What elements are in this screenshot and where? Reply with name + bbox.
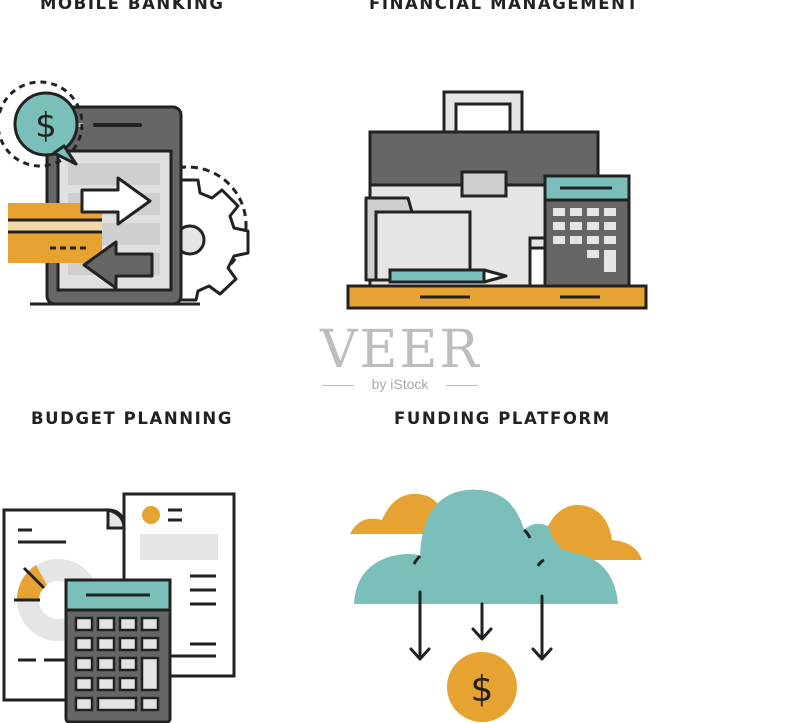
calculator-icon [543,174,631,288]
title-financial-management: FINANCIAL MANAGEMENT [369,0,640,13]
dollar-bubble-icon: $ [0,80,84,168]
title-funding-platform: FUNDING PLATFORM [394,409,611,428]
watermark-subtitle: by iStock [371,376,429,392]
pencil-icon [388,268,508,284]
watermark-rule-right [446,385,478,386]
cloud-dollar-icon: $ [350,489,642,722]
dollar-coin-icon: $ [447,652,517,722]
dollar-sign: $ [471,669,494,710]
folder-icon [364,196,472,282]
watermark-rule-left [322,385,354,386]
title-mobile-banking: MOBILE BANKING [40,0,225,13]
download-arrows-icon [409,590,553,661]
gear-icon [128,165,250,302]
report-calculator-icon [2,492,236,723]
briefcase-desk-icon [346,90,648,310]
dollar-sign: $ [35,106,57,146]
smartphone-transfer-icon: $ [0,80,250,306]
title-budget-planning: BUDGET PLANNING [31,409,233,428]
transfer-arrows-icon [80,176,154,290]
watermark-logo: VEER [320,320,481,380]
calculator-icon [64,578,172,723]
